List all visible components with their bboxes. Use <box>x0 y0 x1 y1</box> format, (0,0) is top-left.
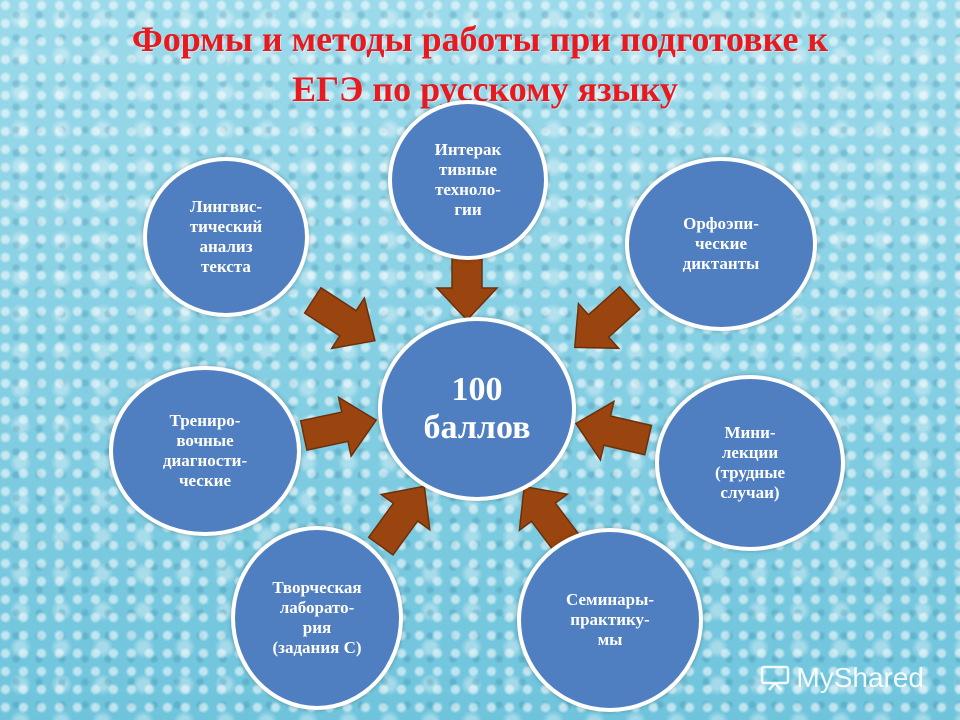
arrow-from-training <box>296 390 384 466</box>
node-seminars-workshops: Семинары- практику- мы <box>517 528 703 712</box>
title-line-1: Формы и методы работы при подготовке к <box>131 19 829 59</box>
arrow-from-linguistic <box>295 274 392 367</box>
node-orthoepic-dictations: Орфоэпи- ческие диктанты <box>625 157 817 331</box>
arrow-from-mini-lectures <box>568 393 656 471</box>
node-creative-laboratory: Творческая лаборато- рия (задания С) <box>231 526 403 710</box>
node-label: Трениро- вочные диагности- ческие <box>162 411 248 490</box>
node-linguistic-analysis: Лингвис- тический анализ текста <box>143 157 309 317</box>
node-label: Мини- лекции (трудные случаи) <box>714 423 786 502</box>
projector-icon <box>761 665 790 691</box>
center-node-label: 100 баллов <box>423 371 531 446</box>
center-node-100-points: 100 баллов <box>378 317 576 501</box>
arrow-from-orthoepic <box>553 274 651 371</box>
node-interactive-technologies: Интерак тивные техноло- гии <box>388 100 548 260</box>
node-label: Творческая лаборато- рия (задания С) <box>272 578 362 657</box>
node-mini-lectures: Мини- лекции (трудные случаи) <box>655 375 845 551</box>
node-training-diagnostic: Трениро- вочные диагности- ческие <box>109 366 301 536</box>
watermark-text: MyShared <box>796 662 924 693</box>
node-label: Семинары- практику- мы <box>565 590 655 649</box>
node-label: Орфоэпи- ческие диктанты <box>682 214 760 273</box>
page-title: Формы и методы работы при подготовке к Е… <box>0 14 960 114</box>
node-label: Лингвис- тический анализ текста <box>189 197 263 276</box>
watermark: MyShared <box>760 662 924 694</box>
node-label: Интерак тивные техноло- гии <box>434 140 502 219</box>
